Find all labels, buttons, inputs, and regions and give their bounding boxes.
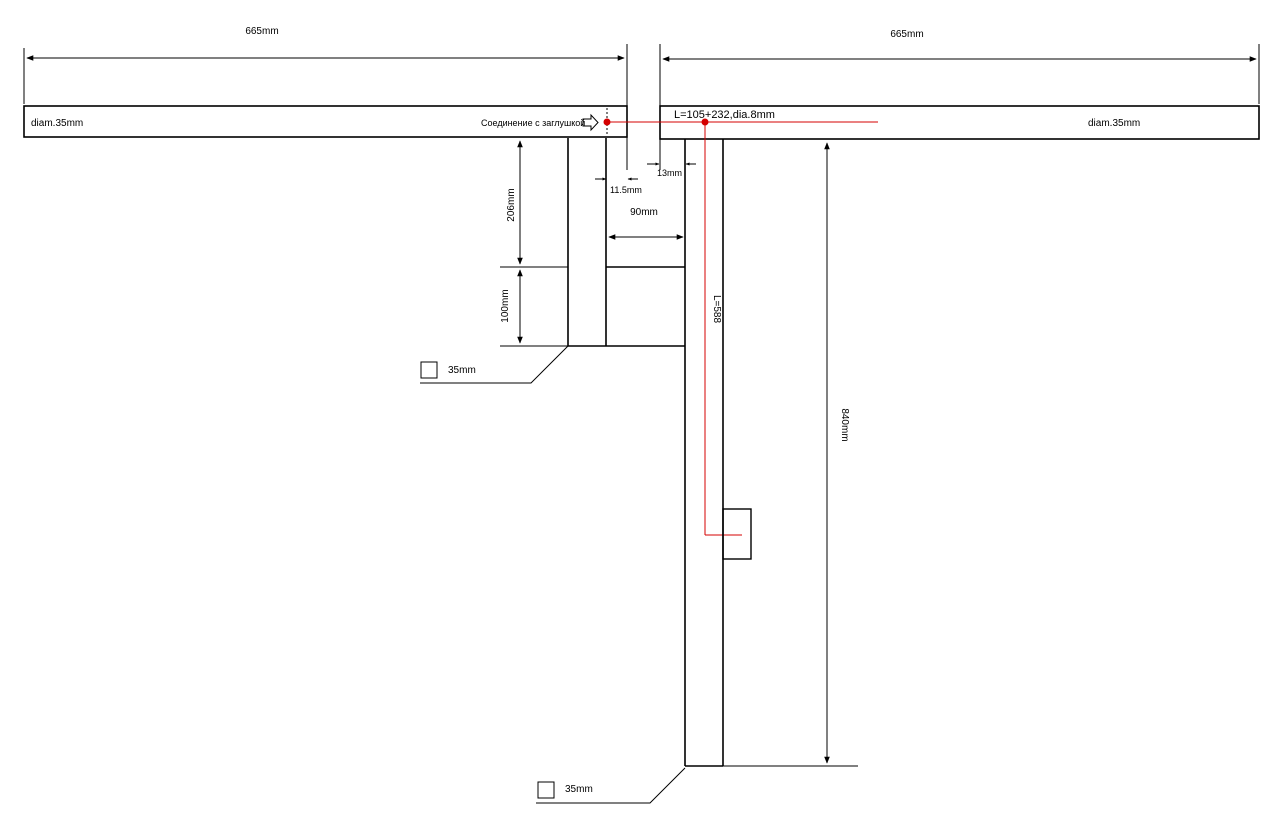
section-callout-upper: 35mm [420, 345, 569, 384]
gap-dimensions: 11.5mm 13mm [595, 162, 696, 195]
top-left-length-label: 665mm [245, 26, 278, 37]
section-callout-lower: 35mm [536, 767, 686, 804]
red-point-left [603, 118, 611, 126]
left-vertical-dimensions: 206mm 100mm [500, 140, 568, 347]
square-section-icon [537, 781, 555, 799]
section-lower-label: 35mm [565, 784, 593, 795]
left-bar: diam.35mm Соединение с заглушкой [23, 105, 628, 138]
gap-right-label: 13mm [657, 168, 682, 178]
lower-height-label: 100mm [500, 289, 511, 322]
dimension-top-right: 665mm [659, 29, 1260, 170]
left-bracket [567, 138, 685, 347]
main-post [684, 139, 752, 767]
upper-height-label: 206mm [506, 188, 517, 221]
joint-arrow-icon [582, 113, 599, 132]
top-right-length-label: 665mm [890, 29, 923, 40]
red-rod [603, 118, 878, 536]
red-line-spec-label: L=105+232,dia.8mm [674, 109, 775, 121]
dimension-top-left: 665mm [23, 26, 628, 170]
vertical-red-length-label: L=588 [711, 295, 722, 324]
post-height-dimension: 840mm [723, 142, 858, 767]
brace-width-label: 90mm [630, 207, 658, 218]
red-point-right [701, 118, 709, 126]
left-bar-diam-label: diam.35mm [31, 118, 83, 129]
square-section-icon [420, 361, 438, 379]
right-bar-diam-label: diam.35mm [1088, 118, 1140, 129]
brace-dimension: 90mm [608, 207, 684, 240]
post-attachment-box [722, 508, 752, 560]
gap-left-label: 11.5mm [610, 185, 642, 195]
section-upper-label: 35mm [448, 365, 476, 376]
post-height-label: 840mm [839, 408, 850, 441]
joint-note-label: Соединение с заглушкой [481, 118, 585, 128]
